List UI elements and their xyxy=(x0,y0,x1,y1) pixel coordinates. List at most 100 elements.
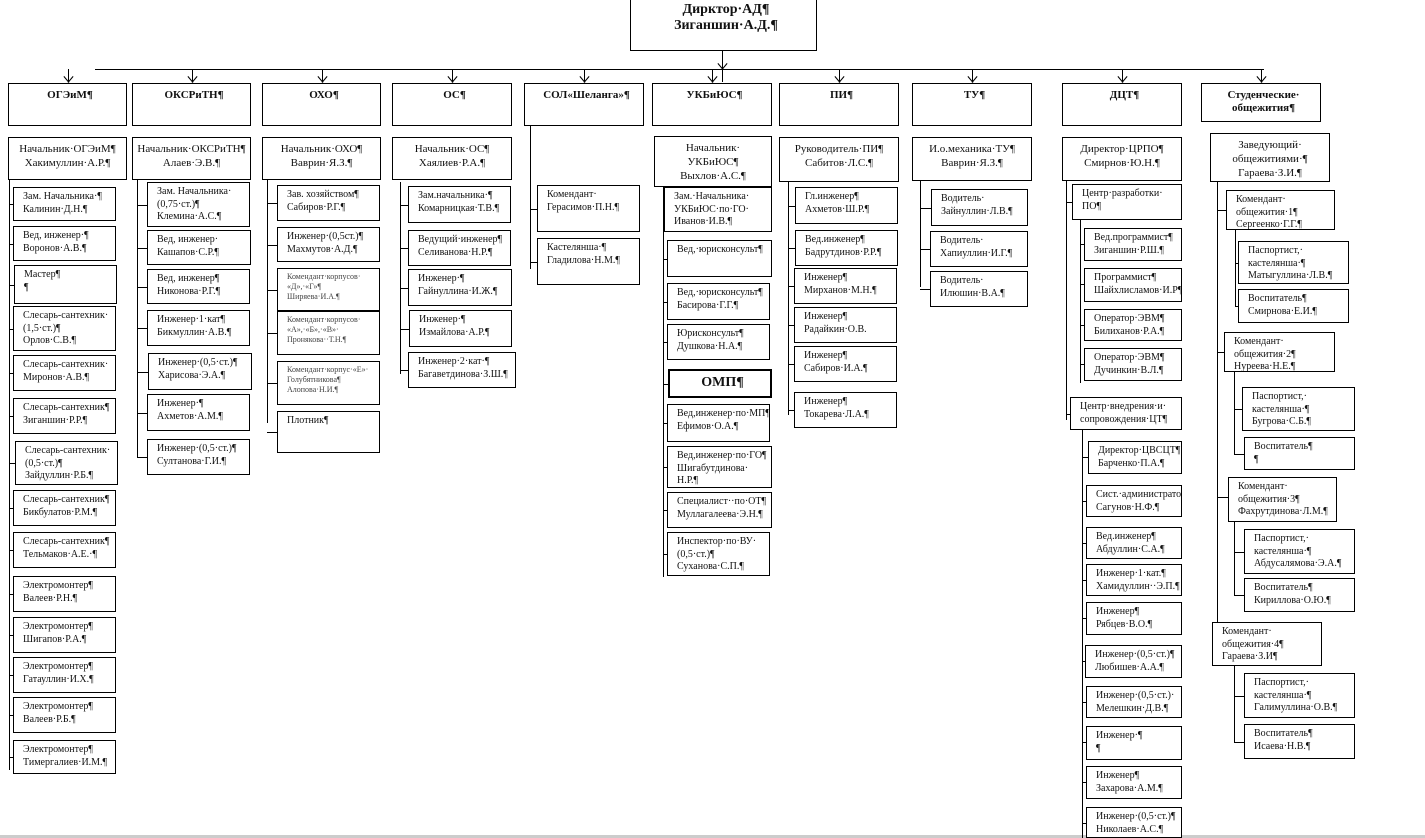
staff-position-box[interactable]: Слесарь-сантехник· Миронов·А.В.¶ xyxy=(13,355,116,391)
staff-position-box[interactable]: Ведущий·инженер¶ Селиванова·Н.Р.¶ xyxy=(408,230,511,266)
department-head-box[interactable]: Директор·ЦРПО¶ Смирнов·Ю.Н.¶ xyxy=(1062,137,1182,181)
department-box[interactable]: ПИ¶ xyxy=(779,83,899,126)
department-head-box[interactable]: Начальник·ОГЭиМ¶ Хакимуллин·А.Р.¶ xyxy=(8,137,127,180)
staff-position-box[interactable]: Мастер¶ ¶ xyxy=(14,265,117,304)
unit-box[interactable]: Комендант· общежития·3¶ Фахрутдинова·Л.М… xyxy=(1228,477,1337,522)
staff-position-box[interactable]: Инженер·¶ ¶ xyxy=(1086,726,1182,760)
unit-box[interactable]: Комендант· общежития·1¶ Сергеенко·Г.Г.¶ xyxy=(1226,190,1335,230)
department-box[interactable]: Студенческие· общежития¶ xyxy=(1201,83,1321,122)
staff-position-box[interactable]: Юрисконсульт¶ Душкова·Н.А.¶ xyxy=(667,324,770,360)
director-box[interactable]: Дирктор·АД¶ Зиганшин·А.Д.¶ xyxy=(630,0,817,51)
staff-position-box[interactable]: Вед.инженер¶ Бадрутдинов·Р.Р.¶ xyxy=(795,230,898,266)
staff-position-box[interactable]: Слесарь-сантехник· (1,5·ст.)¶ Орлов·С.В.… xyxy=(13,306,116,351)
staff-position-box[interactable]: Инженер¶ Токарева·Л.А.¶ xyxy=(794,392,897,428)
staff-position-box[interactable]: Воспитатель¶ Смирнова·Е.И.¶ xyxy=(1238,289,1349,323)
staff-position-box[interactable]: Оператор·ЭВМ¶ Билиханов·Р.А.¶ xyxy=(1084,309,1182,341)
department-head-box[interactable]: Заведующий· общежитиями·¶ Гараева·З.И.¶ xyxy=(1210,133,1330,182)
staff-position-box[interactable]: Воспитатель¶ ¶ xyxy=(1244,437,1355,470)
staff-position-box[interactable]: Зам.·Начальника· УКБиЮС·по·ГО· Иванов·И.… xyxy=(664,187,772,232)
department-head-box[interactable]: Начальник·ОХО¶ Ваврин·Я.З.¶ xyxy=(262,137,381,180)
staff-position-box[interactable]: Водитель· Хапиуллин·И.Г.¶ xyxy=(930,231,1028,267)
department-box[interactable]: СОЛ«Шеланга»¶ xyxy=(524,83,644,126)
staff-position-box[interactable]: Паспортист,· кастелянша·¶ Галимуллина·О.… xyxy=(1244,673,1355,718)
staff-position-box[interactable]: Гл.инженер¶ Ахметов·Ш.Р.¶ xyxy=(795,187,898,224)
staff-position-box[interactable]: Инженер·1·кат.¶ Хамидуллин··Э.П.¶ xyxy=(1086,564,1182,596)
staff-position-box[interactable]: Инженер·2·кат·¶ Багаветдинова·З.Ш.¶ xyxy=(408,352,516,388)
department-head-box[interactable]: И.о.механика·ТУ¶ Ваврин·Я.З.¶ xyxy=(912,137,1032,181)
staff-position-box[interactable]: Инженер·(0,5·ст.)¶ Султанова·Г.И.¶ xyxy=(147,439,250,475)
staff-position-box[interactable]: Вед, инженер· Кашапов·С.Р.¶ xyxy=(147,230,251,265)
unit-box[interactable]: Комендант· общежития·4¶ Гараева·З.И¶ xyxy=(1212,622,1322,666)
staff-position-box[interactable]: Инженер¶ Радайкин·О.В. xyxy=(794,307,897,343)
staff-position-box[interactable]: Вед.инженер¶ Абдуллин·С.А.¶ xyxy=(1086,527,1182,559)
staff-position-box[interactable]: Паспортист,· кастелянша·¶ Бугрова·С.Б.¶ xyxy=(1242,387,1355,431)
staff-position-box[interactable]: Инженер¶ Мирханов·М.Н.¶ xyxy=(794,268,897,304)
staff-position-box[interactable]: Зам. Начальника·¶ Калинин·Д.Н.¶ xyxy=(13,187,116,221)
staff-position-box[interactable]: Инженер·1·кат¶ Бикмуллин·А.В.¶ xyxy=(147,310,250,346)
staff-position-box[interactable]: Водитель· Зайнуллин·Л.В.¶ xyxy=(931,189,1028,226)
unit-box[interactable]: Центр·внедрения·и· сопровождения·ЦТ¶ xyxy=(1070,397,1182,430)
staff-position-box[interactable]: Вед,·юрисконсульт¶ xyxy=(667,240,772,277)
unit-box[interactable]: Комендант· общежития·2¶ Нуреева·Н.Е.¶ xyxy=(1224,332,1335,372)
staff-position-box[interactable]: Инженер·¶ Ахметов·А.М.¶ xyxy=(147,394,250,431)
department-box[interactable]: ОС¶ xyxy=(392,83,512,126)
staff-position-box[interactable]: Сист.·администратор¶ Сагунов·Н.Ф.¶ xyxy=(1086,485,1182,517)
department-box[interactable]: ОГЭиМ¶ xyxy=(8,83,127,126)
staff-position-box[interactable]: Инженер¶ Сабиров·И.А.¶ xyxy=(794,346,897,382)
department-head-box[interactable]: Начальник·ОС¶ Хаялиев·Р.А.¶ xyxy=(392,137,512,180)
department-box[interactable]: УКБиЮС¶ xyxy=(652,83,772,126)
staff-position-box[interactable]: Инженер·¶ Измайлова·А.Р.¶ xyxy=(409,310,512,347)
staff-position-box[interactable]: Электромонтер¶ Валеев·Р.Н.¶ xyxy=(13,576,116,612)
staff-position-box[interactable]: Электромонтер¶ Валеев·Р.Б.¶ xyxy=(13,697,116,733)
department-head-box[interactable]: Руководитель·ПИ¶ Сабитов·Л.С.¶ xyxy=(779,137,899,182)
staff-position-box[interactable]: Инженер·(0,5·ст.)¶ Николаев·А.С.¶ xyxy=(1086,807,1182,838)
department-box[interactable]: ДЦТ¶ xyxy=(1062,83,1182,126)
staff-position-box[interactable]: Инженер·¶ Гайнуллина·И.Ж.¶ xyxy=(408,269,512,306)
staff-position-box[interactable]: Зав. хозяйством¶ Сабиров·Р.Г.¶ xyxy=(277,185,380,221)
staff-position-box[interactable]: Комендант·корпус·«Е»· Голубятникова¶ Ало… xyxy=(277,361,380,405)
staff-position-box[interactable]: Вед,·юрисконсульт¶ Басирова·Г.Г.¶ xyxy=(667,283,770,320)
staff-position-box[interactable]: Слесарь-сантехник¶ Зиганшин·Р.Р.¶ xyxy=(13,398,116,434)
staff-position-box[interactable]: Комендант·корпусов· «А»,·«Б»,·«В»· Проня… xyxy=(277,311,380,355)
staff-position-box[interactable]: Инженер·(0,5·ст.)· Мелешкин·Д.В.¶ xyxy=(1086,686,1182,718)
staff-position-box[interactable]: Зам. Начальника· (0,75·ст.)¶ Клемина·А.С… xyxy=(147,182,250,227)
staff-position-box[interactable]: Вед, инженер·¶ Воронов·А.В.¶ xyxy=(13,226,116,261)
staff-position-box[interactable]: Зам.начальника·¶ Комарницкая·Т.В.¶ xyxy=(408,186,511,223)
staff-position-box[interactable]: ОМП¶ xyxy=(668,369,772,398)
staff-position-box[interactable]: Инженер¶ Рябцев·В.О.¶ xyxy=(1086,602,1182,635)
department-box[interactable]: ОХО¶ xyxy=(262,83,381,126)
staff-position-box[interactable]: Комендант· Герасимов·П.Н.¶ xyxy=(537,185,640,232)
unit-box[interactable]: Центр·разработки· ПО¶ xyxy=(1072,184,1182,220)
department-box[interactable]: ТУ¶ xyxy=(912,83,1032,126)
staff-position-box[interactable]: Слесарь-сантехник· (0,5·ст.)¶ Зайдуллин·… xyxy=(15,441,118,485)
staff-position-box[interactable]: Вед.программист¶ Зиганшин·Р.Ш.¶ xyxy=(1084,228,1182,261)
staff-position-box[interactable]: Электромонтер¶ Тимергалиев·И.М.¶ xyxy=(13,740,116,774)
staff-position-box[interactable]: Директор·ЦВСЦТ¶ Барченко·П.А.¶ xyxy=(1088,441,1182,474)
department-box[interactable]: ОКСРиТН¶ xyxy=(132,83,251,126)
staff-position-box[interactable]: Вед,инженер·по·МП¶ Ефимов·О.А.¶ xyxy=(667,404,770,442)
staff-position-box[interactable]: Плотник¶ xyxy=(277,411,380,453)
staff-position-box[interactable]: Слесарь-сантехник¶ Бикбулатов·Р.М.¶ xyxy=(13,490,116,526)
staff-position-box[interactable]: Оператор·ЭВМ¶ Дучинкин·В.Л.¶ xyxy=(1084,348,1182,381)
staff-position-box[interactable]: Специалист··по·ОТ¶ Муллагалеева·Э.Н.¶ xyxy=(667,492,772,528)
department-head-box[interactable]: Начальник· УКБиЮС¶ Выхлов·А.С.¶ xyxy=(654,136,772,187)
staff-position-box[interactable]: Воспитатель¶ Исаева·Н.В.¶ xyxy=(1244,724,1355,759)
staff-position-box[interactable]: Паспортист,· кастелянша·¶ Матыгуллина·Л.… xyxy=(1238,241,1349,284)
staff-position-box[interactable]: Инженер¶ Захарова·А.М.¶ xyxy=(1086,766,1182,799)
staff-position-box[interactable]: Инженер·(0,5·ст.)¶ Любишев·А.А.¶ xyxy=(1085,645,1182,678)
staff-position-box[interactable]: Паспортист,· кастелянша·¶ Абдусалямова·Э… xyxy=(1244,529,1355,574)
staff-position-box[interactable]: Водитель· Илюшин·В.А.¶ xyxy=(930,271,1028,307)
staff-position-box[interactable]: Вед, инженер¶ Никонова·Р.Г.¶ xyxy=(147,269,250,304)
staff-position-box[interactable]: Слесарь-сантехник¶ Тельмаков·А.Е.·¶ xyxy=(13,532,116,568)
staff-position-box[interactable]: Кастелянша·¶ Гладилова·Н.М.¶ xyxy=(537,238,640,285)
staff-position-box[interactable]: Инженер·(0,5·ст.)¶ Харисова·Э.А.¶ xyxy=(148,353,252,390)
staff-position-box[interactable]: Комендант·корпусов· «Д»,·«Г»¶ Ширяева·И.… xyxy=(277,268,380,311)
staff-position-box[interactable]: Вед,инженер·по·ГО¶ Шигабутдинова· Н.Р.¶ xyxy=(667,446,772,488)
staff-position-box[interactable]: Электромонтер¶ Шигапов·Р.А.¶ xyxy=(13,617,116,653)
staff-position-box[interactable]: Программист¶ Шайхлисламов·И.Р¶ xyxy=(1084,268,1182,302)
staff-position-box[interactable]: Инспектор·по·ВУ· (0,5·ст.)¶ Суханова·С.П… xyxy=(667,532,770,576)
staff-position-box[interactable]: Электромонтер¶ Гатауллин·И.Х.¶ xyxy=(13,657,116,693)
staff-position-box[interactable]: Инженер·(0,5ст.)¶ Махмутов·А.Д.¶ xyxy=(277,227,380,262)
department-head-box[interactable]: Начальник·ОКСРиТН¶ Алаев·Э.В.¶ xyxy=(132,137,251,180)
staff-position-box[interactable]: Воспитатель¶ Кириллова·О.Ю.¶ xyxy=(1244,578,1355,612)
